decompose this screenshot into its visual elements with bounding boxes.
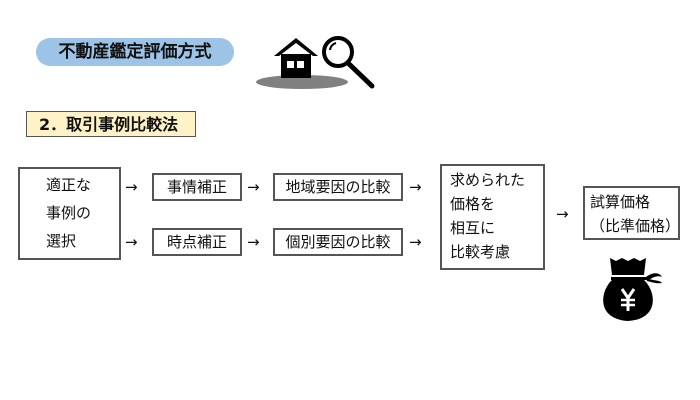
arrow: →	[125, 233, 138, 251]
result-box: 試算価格 （比準価格）	[583, 186, 680, 240]
compare-box: 求められた 価格を 相互に 比較考慮	[440, 164, 545, 270]
result-line: 試算価格	[590, 193, 651, 211]
page-title: 不動産鑑定評価方式	[36, 38, 234, 66]
arrow: →	[247, 178, 260, 196]
compare-line: 求められた	[450, 171, 526, 189]
start-line: 適正な	[46, 176, 92, 194]
regional-factor-box: 地域要因の比較	[273, 173, 403, 201]
start-line: 事例の	[46, 204, 92, 222]
compare-line: 価格を	[450, 195, 496, 213]
compare-line: 比較考慮	[450, 243, 511, 261]
arrow: →	[409, 233, 422, 251]
arrow: →	[125, 178, 138, 196]
start-line: 選択	[46, 232, 77, 250]
arrow: →	[247, 233, 260, 251]
house-magnifier-icon	[250, 30, 380, 92]
jiten-hosei-box: 時点補正	[152, 228, 242, 256]
individual-factor-box: 個別要因の比較	[273, 228, 403, 256]
arrow: →	[556, 205, 569, 223]
arrow: →	[409, 178, 422, 196]
start-box: 適正な 事例の 選択	[18, 167, 121, 260]
result-line: （比準価格）	[590, 217, 681, 235]
yen-money-bag-icon	[598, 253, 668, 325]
section-title: 2．取引事例比較法	[26, 111, 196, 137]
compare-line: 相互に	[450, 219, 496, 237]
jijo-hosei-box: 事情補正	[152, 173, 242, 201]
